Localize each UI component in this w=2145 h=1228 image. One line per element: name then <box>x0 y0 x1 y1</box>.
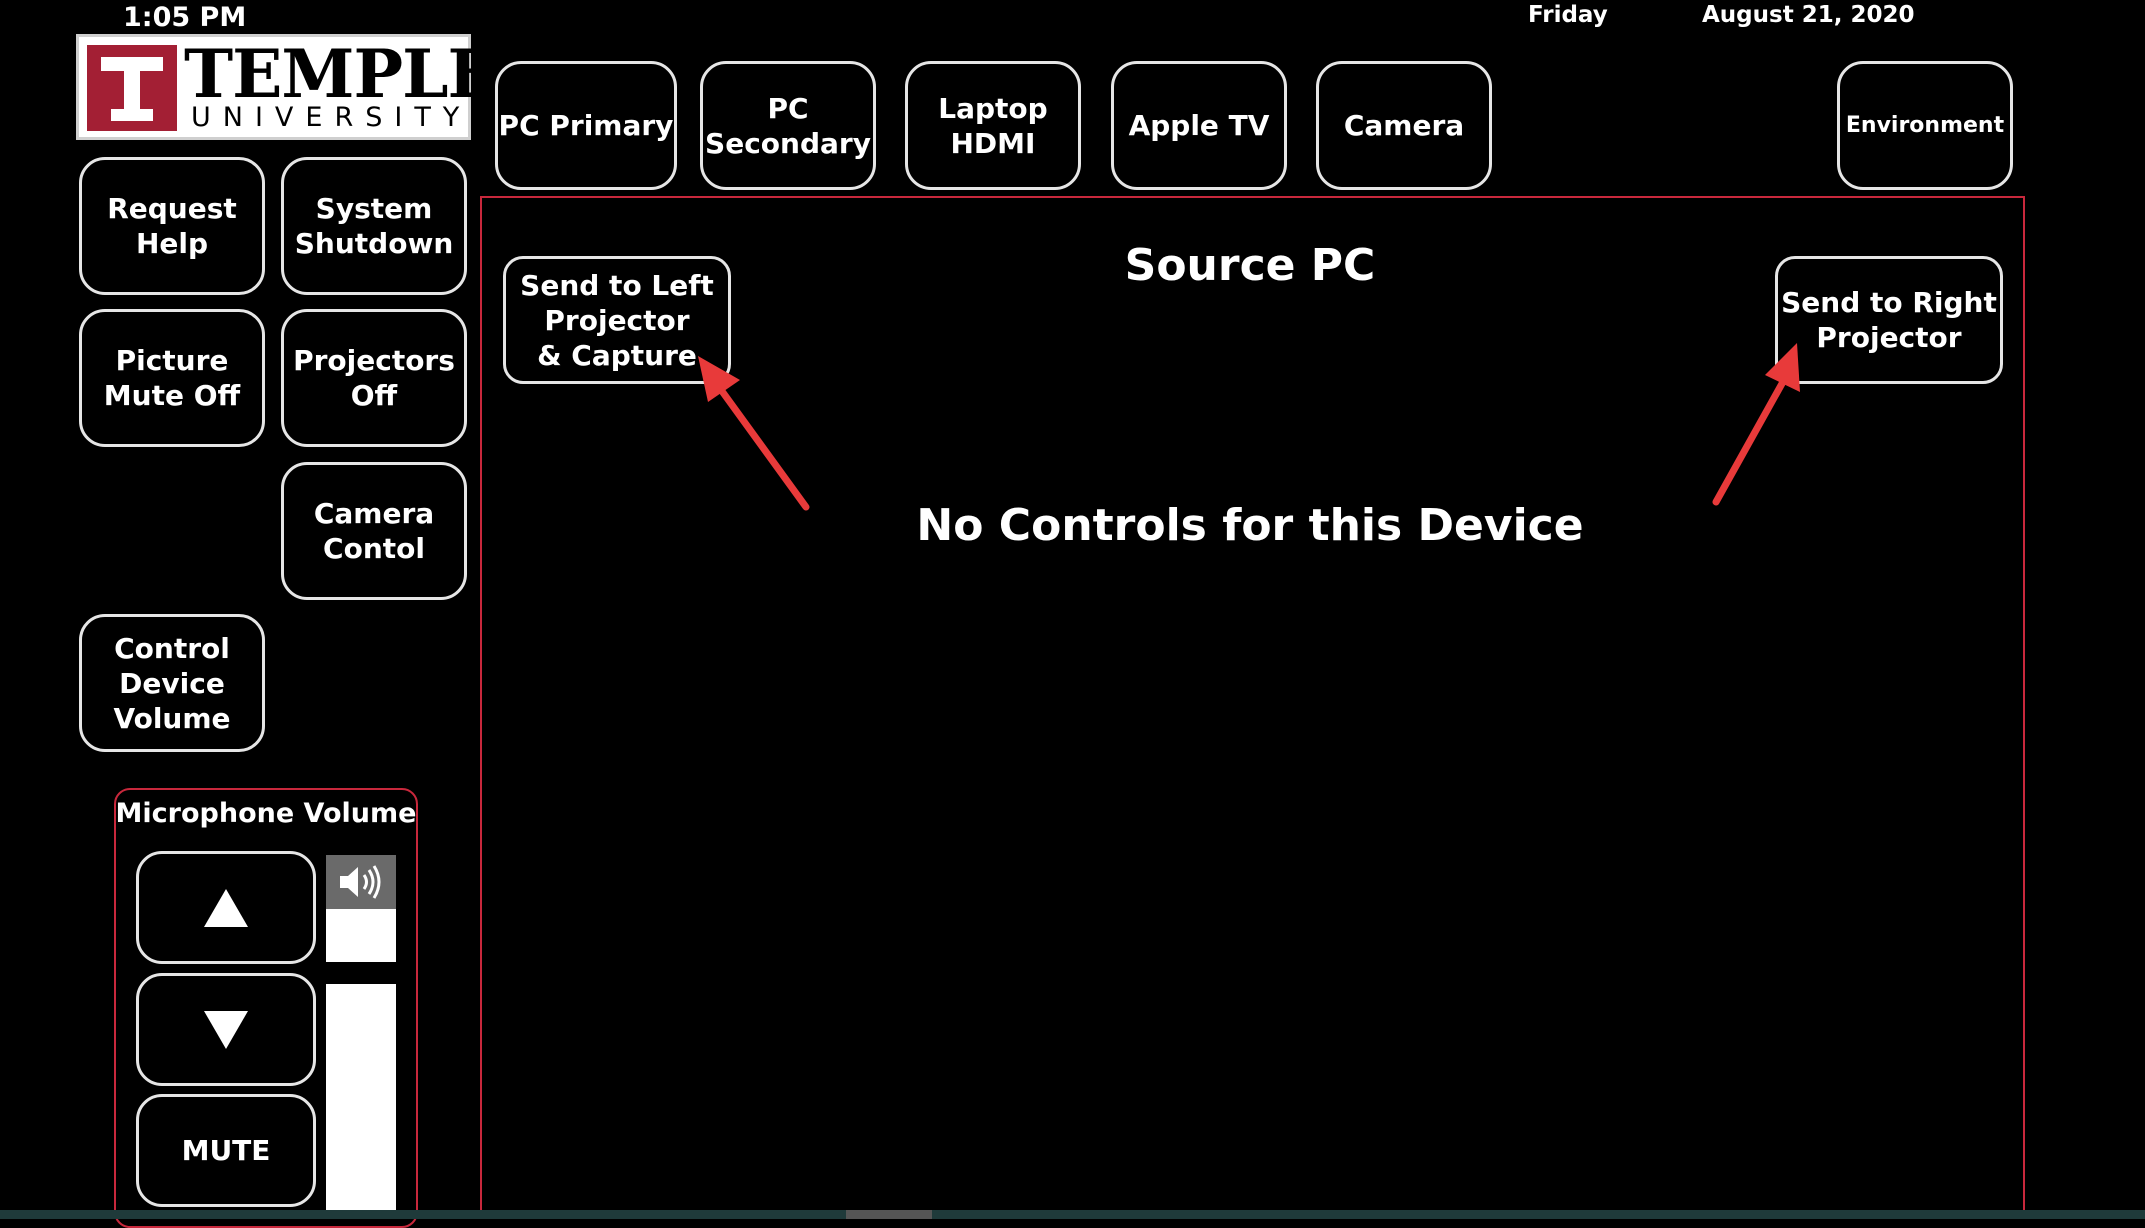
send-to-left-projector-button[interactable]: Send to Left Projector & Capture <box>503 256 731 384</box>
microphone-volume-title: Microphone Volume <box>115 798 417 829</box>
camera-control-button[interactable]: Camera Contol <box>281 462 467 600</box>
tab-pc-secondary[interactable]: PC Secondary <box>700 61 876 190</box>
tab-pc-primary[interactable]: PC Primary <box>495 61 677 190</box>
annotation-arrow-left <box>715 383 810 511</box>
logo-name-line1: TEMPLE <box>184 35 498 113</box>
speaker-icon <box>326 855 396 909</box>
arrow-up-icon <box>204 888 248 927</box>
send-to-right-projector-button[interactable]: Send to Right Projector <box>1775 256 2003 384</box>
environment-button[interactable]: Environment <box>1837 61 2013 190</box>
no-controls-message: No Controls for this Device <box>916 500 1584 551</box>
clock-time: 1:05 PM <box>123 2 247 33</box>
volume-meter <box>326 855 396 1219</box>
control-device-volume-button[interactable]: Control Device Volume <box>79 614 265 752</box>
request-help-button[interactable]: Request Help <box>79 157 265 295</box>
picture-mute-off-button[interactable]: Picture Mute Off <box>79 309 265 447</box>
projectors-off-button[interactable]: Projectors Off <box>281 309 467 447</box>
annotation-arrowhead-left-icon <box>698 356 740 402</box>
bottom-strip <box>0 1210 2145 1219</box>
annotation-arrowhead-right-icon <box>1765 343 1800 392</box>
tab-camera[interactable]: Camera <box>1316 61 1492 190</box>
temple-university-logo: TEMPLE UNIVERSITY <box>76 34 498 140</box>
header-day: Friday <box>1528 2 1608 28</box>
annotation-arrow-right <box>1712 376 1788 506</box>
tab-apple-tv[interactable]: Apple TV <box>1111 61 1287 190</box>
volume-level-marker[interactable] <box>326 962 396 984</box>
header-date: August 21, 2020 <box>1702 2 1915 28</box>
mute-button[interactable]: MUTE <box>136 1094 316 1207</box>
tab-laptop-hdmi[interactable]: Laptop HDMI <box>905 61 1081 190</box>
arrow-down-icon <box>204 1010 248 1049</box>
system-shutdown-button[interactable]: System Shutdown <box>281 157 467 295</box>
volume-down-button[interactable] <box>136 973 316 1086</box>
bottom-handle[interactable] <box>846 1210 932 1219</box>
temple-t-logo-icon <box>87 45 177 131</box>
volume-up-button[interactable] <box>136 851 316 964</box>
page-title: Source PC <box>1124 240 1376 291</box>
logo-name-line2: UNIVERSITY <box>191 102 472 133</box>
